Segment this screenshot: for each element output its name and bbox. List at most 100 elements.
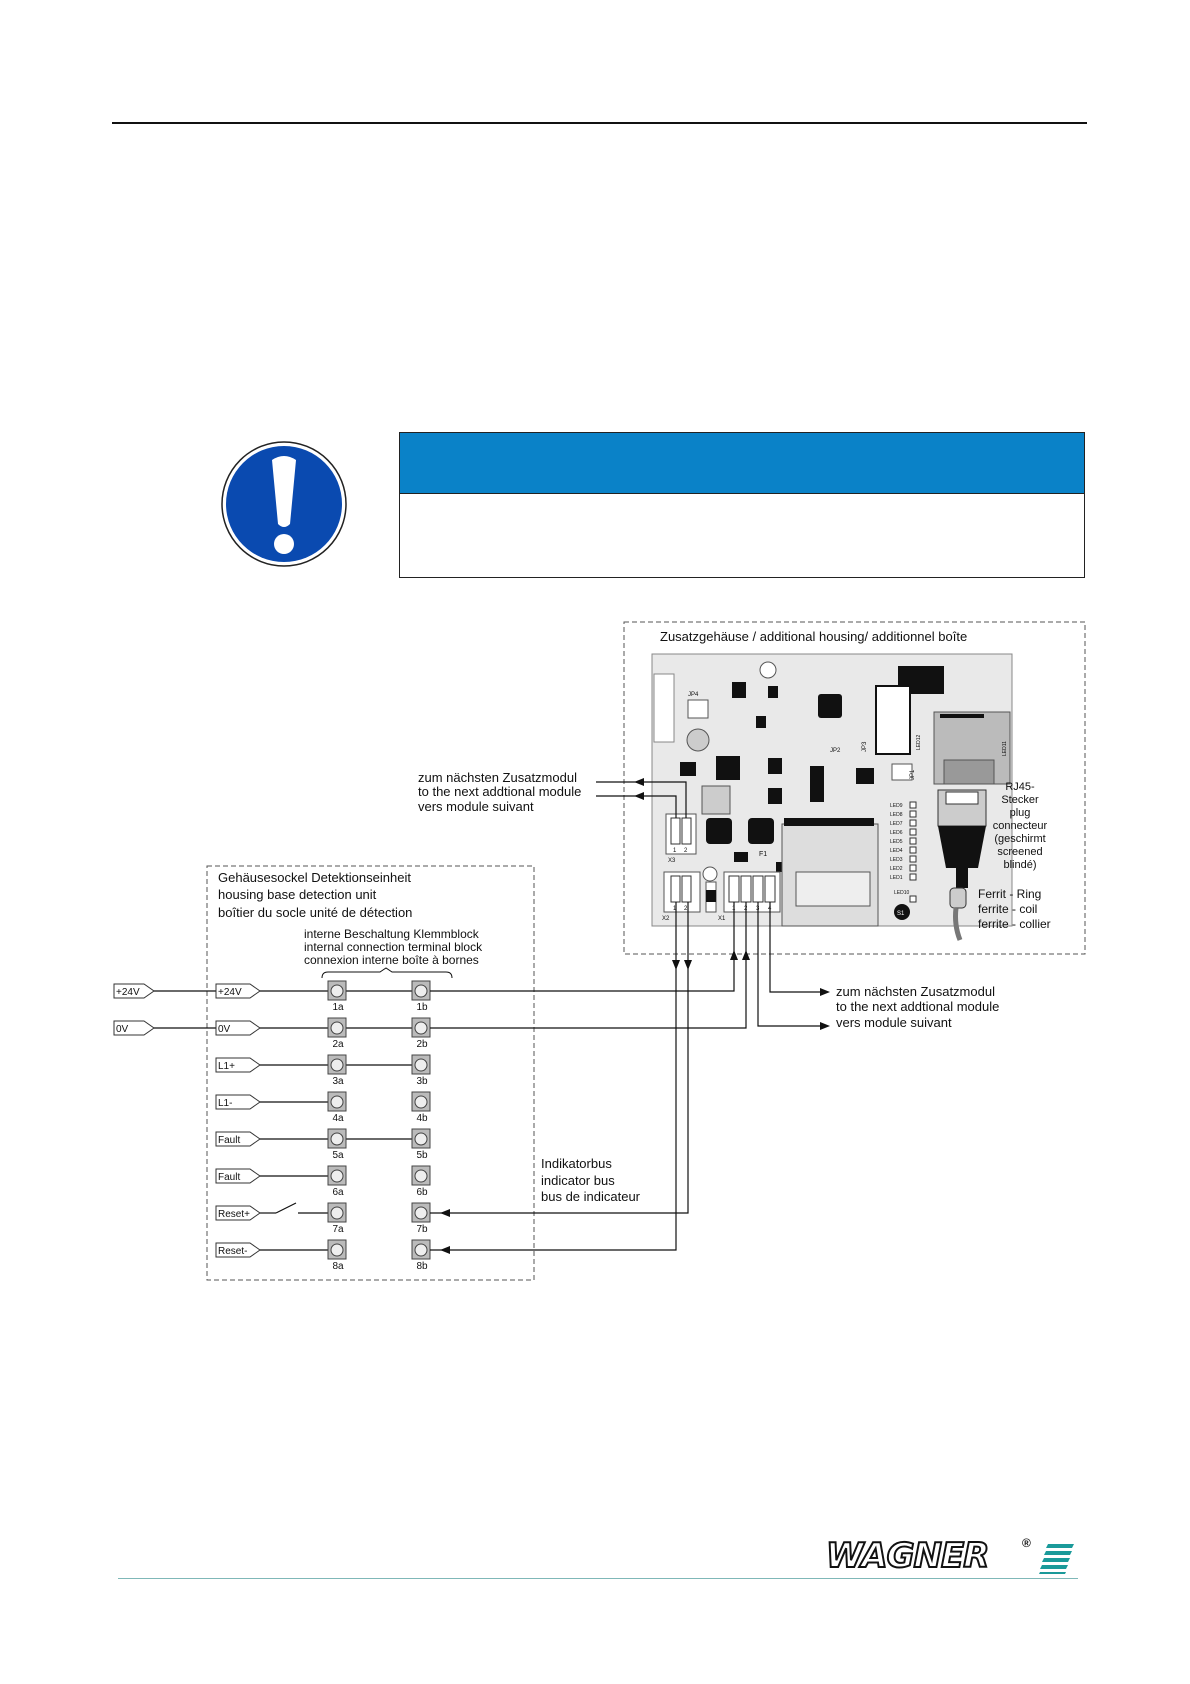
svg-text:zum nächsten Zusatzmodul: zum nächsten Zusatzmodul — [418, 770, 577, 785]
led-label: LED5 — [890, 839, 903, 845]
x3-outgoing-wires — [596, 781, 687, 818]
svg-text:boîtier du socle unité de déte: boîtier du socle unité de détection — [218, 905, 412, 920]
svg-text:connecteur: connecteur — [993, 820, 1048, 832]
external-input-24v: +24V — [113, 983, 155, 999]
svg-text:zum nächsten Zusatzmodul: zum nächsten Zusatzmodul — [836, 984, 995, 999]
svg-text:Ferrit - Ring: Ferrit - Ring — [978, 887, 1041, 901]
internal-connection-label: interne Beschaltung Klemmblock internal … — [304, 927, 483, 967]
logo-text: WAGNER — [825, 1535, 990, 1577]
svg-text:0V: 0V — [116, 1024, 129, 1035]
svg-text:L1-: L1- — [218, 1098, 232, 1109]
svg-text:connexion interne boîte à born: connexion interne boîte à bornes — [304, 953, 479, 967]
power-wires-to-x1 — [430, 902, 747, 1029]
svg-text:8a: 8a — [332, 1261, 344, 1272]
svg-text:housing base detection unit: housing base detection unit — [218, 887, 377, 902]
x3-label: X3 — [668, 858, 676, 864]
svg-text:interne Beschaltung Klemmblock: interne Beschaltung Klemmblock — [304, 927, 480, 941]
svg-text:Stecker: Stecker — [1001, 794, 1039, 806]
s1-label: S1 — [897, 911, 905, 917]
external-input-0v: 0V — [113, 1020, 155, 1036]
svg-text:L1+: L1+ — [218, 1061, 235, 1072]
indicator-bus-wires — [430, 902, 689, 1251]
ferrite-label: Ferrit - Ring ferrite - coil ferrite - c… — [978, 887, 1051, 931]
svg-text:1a: 1a — [332, 1002, 344, 1013]
svg-text:+24V: +24V — [218, 987, 242, 998]
led-label: LED4 — [890, 848, 903, 854]
svg-text:Fault: Fault — [218, 1135, 240, 1146]
rj45-label: RJ45- Stecker plug connecteur (geschirmt… — [993, 781, 1048, 871]
terminal-input-flags: +24V 0V L1+ L1- Fault Fault Reset+ Reset… — [215, 983, 261, 1258]
svg-text:3b: 3b — [416, 1076, 428, 1087]
svg-text:2a: 2a — [332, 1039, 344, 1050]
svg-text:0V: 0V — [218, 1024, 231, 1035]
svg-text:(geschirmt: (geschirmt — [994, 833, 1045, 845]
svg-text:to the next addtional module: to the next addtional module — [836, 999, 999, 1014]
svg-text:internal connection terminal b: internal connection terminal block — [304, 940, 483, 954]
next-module-right-label: zum nächsten Zusatzmodul to the next add… — [836, 984, 999, 1030]
svg-text:screened: screened — [997, 846, 1042, 858]
housing-base-box — [206, 865, 535, 1281]
svg-text:Reset+: Reset+ — [218, 1209, 250, 1220]
reset-switch — [275, 1202, 297, 1214]
svg-text:ferrite - collier: ferrite - collier — [978, 917, 1051, 931]
svg-text:vers module suivant: vers module suivant — [418, 799, 534, 814]
jp1-label: JP1 — [910, 769, 916, 780]
svg-text:Fault: Fault — [218, 1172, 240, 1183]
pcb-board: LED9 LED8 LED7 LED6 LED5 LED4 LED3 LED2 … — [651, 653, 1013, 927]
svg-text:4a: 4a — [332, 1113, 344, 1124]
led-label: LED2 — [890, 866, 903, 872]
svg-text:Indikatorbus: Indikatorbus — [541, 1156, 612, 1171]
svg-text:7a: 7a — [332, 1224, 344, 1235]
registered-mark: ® — [1022, 1536, 1031, 1550]
notice-header — [399, 432, 1085, 494]
terminal-column-a: 1a 2a 3a 4a 5a 6a 7a 8a — [327, 980, 347, 1272]
exclamation-sign-icon — [221, 441, 347, 567]
svg-text:6a: 6a — [332, 1187, 344, 1198]
housing-base-label: Gehäusesockel Detektionseinheit housing … — [218, 870, 412, 920]
x3-pin-label: 1 — [673, 848, 677, 854]
led-label: LED3 — [890, 857, 903, 863]
next-module-top-label: zum nächsten Zusatzmodul to the next add… — [418, 770, 581, 814]
footer-rule — [118, 1578, 1078, 1579]
svg-text:5a: 5a — [332, 1150, 344, 1161]
svg-text:plug: plug — [1010, 807, 1031, 819]
svg-text:vers module suivant: vers module suivant — [836, 1015, 952, 1030]
led-label: LED12 — [916, 734, 922, 750]
led-label: LED10 — [894, 890, 910, 896]
svg-text:to the next addtional module: to the next addtional module — [418, 784, 581, 799]
led-label: LED6 — [890, 830, 903, 836]
jp3-label: JP3 — [862, 741, 868, 752]
led-label: LED1 — [890, 875, 903, 881]
svg-text:8b: 8b — [416, 1261, 428, 1272]
led-label: LED7 — [890, 821, 903, 827]
notice-body — [399, 494, 1085, 578]
led-label: LED9 — [890, 803, 903, 809]
wagner-logo: WAGNER ® — [825, 1535, 1082, 1577]
led-label: LED8 — [890, 812, 903, 818]
x2-pin-label: 2 — [684, 906, 688, 912]
svg-text:+24V: +24V — [116, 987, 140, 998]
x3-pin-label: 2 — [684, 848, 688, 854]
jp4-label: JP4 — [688, 692, 699, 698]
svg-text:5b: 5b — [416, 1150, 428, 1161]
svg-text:1b: 1b — [416, 1002, 428, 1013]
svg-text:7b: 7b — [416, 1224, 428, 1235]
svg-text:blindé): blindé) — [1003, 859, 1036, 871]
svg-text:Reset-: Reset- — [218, 1246, 247, 1257]
input-wires — [260, 990, 412, 1251]
x2-label: X2 — [662, 916, 670, 922]
svg-text:3a: 3a — [332, 1076, 344, 1087]
x1-outgoing-wires — [757, 902, 820, 1027]
rj45-plug — [937, 789, 987, 941]
svg-text:bus de indicateur: bus de indicateur — [541, 1189, 641, 1204]
additional-housing-box — [623, 621, 1086, 955]
indicator-bus-label: Indikatorbus indicator bus bus de indica… — [541, 1156, 641, 1204]
led-label: LED11 — [1002, 741, 1008, 756]
svg-text:4b: 4b — [416, 1113, 428, 1124]
svg-text:2b: 2b — [416, 1039, 428, 1050]
svg-text:ferrite - coil: ferrite - coil — [978, 902, 1037, 916]
x2-pin-label: 1 — [673, 906, 677, 912]
header-rule — [112, 122, 1087, 124]
